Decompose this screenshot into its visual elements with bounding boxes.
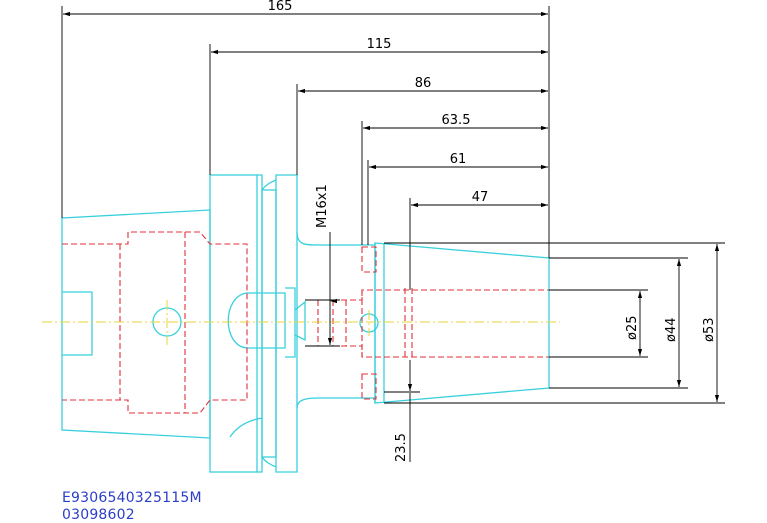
- center-lines: [42, 300, 560, 345]
- part-code: E9306540325115M: [62, 490, 202, 506]
- dim-dia-53: ø53: [702, 318, 717, 343]
- dim-115: 115: [367, 37, 392, 52]
- dim-86: 86: [415, 76, 432, 91]
- dim-23-5: 23.5: [394, 433, 409, 462]
- dimension-lines: [61, 6, 725, 462]
- dim-165: 165: [268, 0, 293, 14]
- dim-dia-44: ø44: [664, 318, 679, 343]
- dim-47: 47: [472, 190, 489, 205]
- drawing-number: 03098602: [62, 507, 135, 523]
- dim-thread-m16x1: M16x1: [315, 184, 330, 228]
- part-outline: [61, 174, 550, 473]
- dim-61: 61: [450, 152, 467, 167]
- dim-dia-25: ø25: [625, 316, 640, 341]
- dimension-labels: 165 115 86 63.5 61 47 M16x1 23.5 ø25 ø44…: [268, 0, 717, 462]
- dim-63-5: 63.5: [442, 113, 471, 128]
